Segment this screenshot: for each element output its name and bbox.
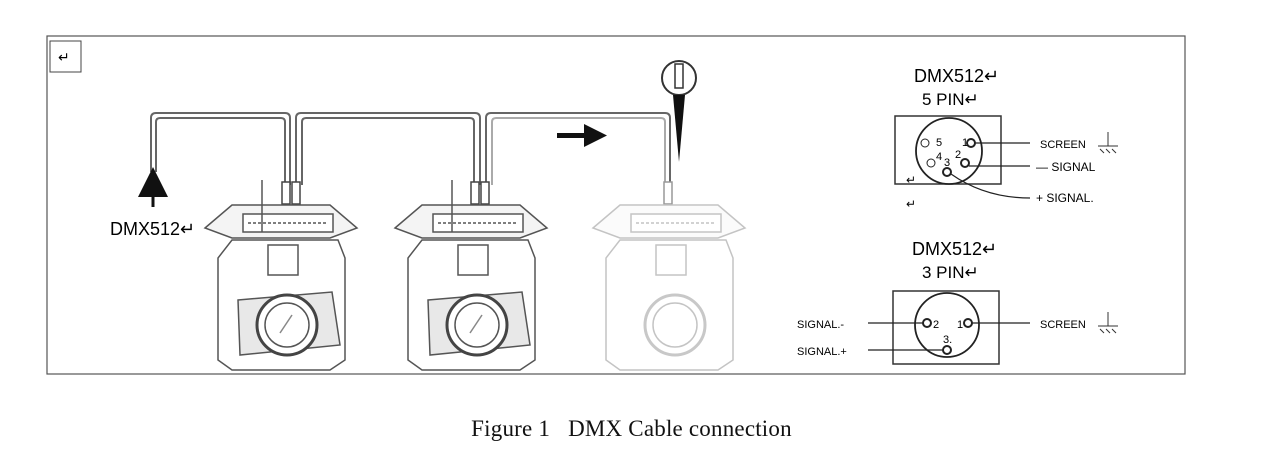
input-label: DMX512↵: [110, 219, 195, 239]
figure-number: Figure 1: [471, 416, 551, 441]
xlr-3pin-diagram: DMX512↵ 3 PIN↵ 2 1 3.‎ SIGNAL.- SCREEN S…: [797, 239, 1118, 365]
diagram-frame: [46, 35, 1186, 375]
terminator-callout: [661, 60, 697, 162]
pin3-num-2: 2: [933, 319, 939, 331]
pin5-return-1: ↵: [906, 173, 916, 187]
dmx-cable-run: [150, 112, 671, 185]
pin5-plus-label: + SIGNAL.: [1036, 191, 1094, 205]
ground-symbol-3pin: [1098, 312, 1118, 334]
pin5-screen-label: SCREEN: [1040, 139, 1086, 151]
moving-head-fixture-3: [591, 204, 747, 371]
pin5-num-5: 5: [936, 137, 942, 149]
pin3-minus-label: SIGNAL.-: [797, 319, 844, 331]
pin5-subtitle: 5 PIN↵: [922, 90, 979, 109]
xlr-connectors: [281, 181, 673, 205]
pin3-screen-label: SCREEN: [1040, 319, 1086, 331]
figure-title: DMX Cable connection: [568, 416, 792, 441]
pin5-title: DMX512↵: [914, 66, 999, 86]
direction-arrow: [557, 124, 607, 147]
pin5-minus-label: — SIGNAL: [1036, 160, 1096, 174]
pin3-title: DMX512↵: [912, 239, 997, 259]
pin5-num-1: 1: [962, 137, 968, 149]
pin3-plus-label: SIGNAL.+: [797, 346, 847, 358]
xlr-5pin-diagram: DMX512↵ 5 PIN↵ 1 2 3 4 5 SCREEN — SIGNAL…: [894, 66, 1118, 211]
pin5-num-2: 2: [955, 149, 961, 161]
pin5-num-4: 4: [936, 151, 942, 163]
ground-symbol-5pin: [1098, 132, 1118, 154]
figure-caption: Figure 1 DMX Cable connection: [0, 416, 1263, 442]
pin5-return-2: ↵: [906, 197, 916, 211]
corner-mark: ↵: [58, 49, 70, 65]
pin3-subtitle: 3 PIN↵: [922, 263, 979, 282]
corner-box: [49, 40, 82, 73]
dmx-connection-diagram: ↵ DMX512↵: [46, 35, 1186, 375]
moving-head-fixture-2: [393, 180, 549, 371]
moving-head-fixture-1: [203, 180, 359, 371]
pin3-num-1: 1: [957, 319, 963, 331]
pin3-num-3: 3.‎: [943, 334, 952, 346]
pin5-num-3: 3: [944, 157, 950, 169]
